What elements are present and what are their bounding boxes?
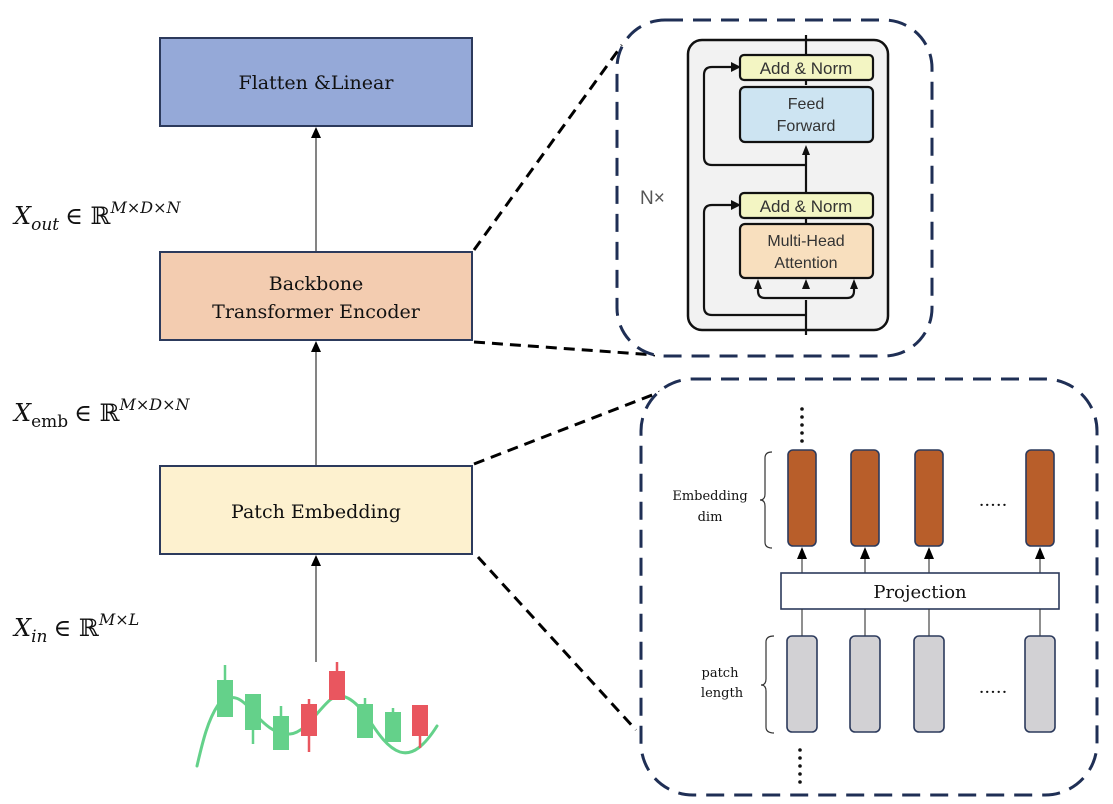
dot: [800, 407, 804, 411]
backbone-label-line1: Backbone: [269, 273, 364, 295]
transformer-encoder-layer: Add & Norm Feed Forward Add & Norm Multi…: [686, 35, 890, 335]
patch-vector: [786, 635, 818, 733]
arrowhead: [860, 547, 870, 559]
dot: [800, 439, 804, 443]
embedding-vector: [787, 449, 817, 547]
connector-backbone-top: [472, 44, 624, 251]
arrowhead: [924, 547, 934, 559]
x-emb-label: Xemb∈ ℝM×D×N: [12, 395, 191, 432]
multi-head-attention-box: [738, 222, 875, 280]
patch-embedding-block: Patch Embedding: [159, 465, 473, 555]
feed-forward-line2: Forward: [777, 118, 836, 135]
repeat-n-label: N×: [640, 188, 665, 209]
embedding-ellipsis: ·····: [979, 495, 1008, 516]
arrowhead: [1035, 547, 1045, 559]
residual-connection-ff: [702, 65, 806, 167]
embedding-vectors: [787, 449, 1055, 573]
backbone-transformer-block: Backbone Transformer Encoder: [159, 251, 473, 341]
feed-forward-box: [738, 85, 875, 144]
candle-body-down: [301, 704, 317, 736]
dot: [800, 423, 804, 427]
candlestick-chart-icon: [195, 662, 439, 768]
embedding-vector: [1025, 449, 1055, 547]
vertical-ellipsis-top: [800, 407, 804, 443]
patch-ellipsis: ·····: [979, 682, 1008, 703]
add-norm-top-label: Add & Norm: [760, 59, 853, 78]
dot: [798, 764, 802, 768]
dot: [798, 756, 802, 760]
embedding-dim-label-line1: Embedding: [672, 489, 747, 504]
feed-forward-line1: Feed: [788, 96, 824, 113]
dot: [800, 431, 804, 435]
mha-line2: Attention: [774, 255, 837, 272]
candle-body-down: [329, 671, 345, 700]
embedding-dim-label-line2: dim: [698, 510, 723, 525]
candle-body-up: [217, 680, 233, 717]
patch-vector: [849, 635, 881, 733]
qkv-fanout: [756, 283, 856, 300]
patch-vectors: [786, 609, 1056, 733]
arrowhead-flatten: [311, 127, 321, 138]
patch-embedding-label: Patch Embedding: [231, 501, 401, 523]
add-norm-bottom-label: Add & Norm: [760, 197, 853, 216]
candle-body-up: [385, 712, 401, 742]
flatten-linear-block: Flatten &Linear: [159, 37, 473, 127]
zoom-connectors: [472, 44, 661, 732]
arrowhead-patch: [311, 555, 321, 566]
embedding-vector: [914, 449, 944, 547]
backbone-label-line2: Transformer Encoder: [212, 301, 421, 323]
x-out-label: Xout∈ ℝM×D×N: [12, 198, 181, 235]
candle-body-up: [245, 694, 261, 730]
projection-label: Projection: [873, 582, 967, 603]
patch-length-bracket: [760, 635, 775, 734]
vertical-ellipsis-bottom: [798, 748, 802, 784]
patch-vector: [913, 635, 945, 733]
embedding-vector: [850, 449, 880, 547]
candle-body-up: [357, 704, 373, 738]
connector-backbone-bottom: [473, 340, 656, 357]
patch-vector: [1024, 635, 1056, 733]
dot: [798, 748, 802, 752]
residual-connection-mha: [702, 203, 806, 317]
patch-length-label-line1: patch: [702, 666, 740, 681]
mha-line1: Multi-Head: [767, 233, 844, 250]
connector-patch-top: [473, 390, 661, 466]
projection-box: [780, 572, 1060, 610]
arrowhead-backbone: [311, 341, 321, 352]
patch-length-label-line2: length: [701, 686, 744, 701]
connector-patch-bottom: [476, 555, 638, 732]
dot: [798, 772, 802, 776]
encoder-layer-container: [686, 38, 890, 332]
candle-body-up: [273, 716, 289, 750]
candle-body-down: [412, 705, 428, 736]
x-in-label: Xin∈ ℝM×L: [12, 610, 139, 647]
flatten-linear-label: Flatten &Linear: [239, 72, 395, 94]
arrowhead: [797, 547, 807, 559]
dot: [800, 415, 804, 419]
embedding-dim-bracket: [759, 451, 773, 549]
dot: [798, 780, 802, 784]
